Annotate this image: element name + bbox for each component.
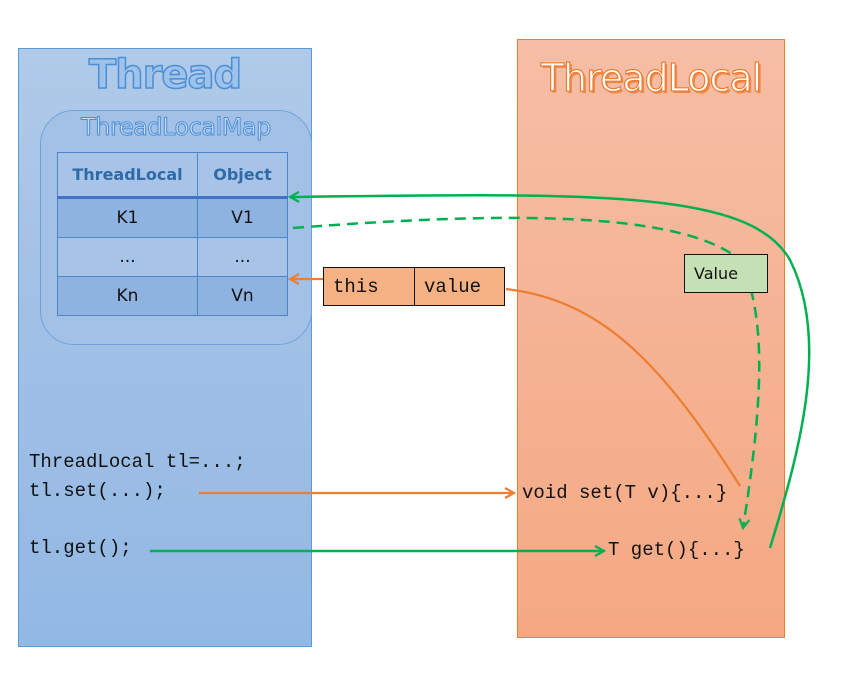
table-row: K1 V1: [57, 197, 288, 238]
value-cell: Vn: [197, 276, 288, 316]
header-threadlocal: ThreadLocal: [57, 152, 198, 199]
threadlocalmap-table: ThreadLocal Object K1 V1 ... ... Kn Vn: [57, 152, 288, 316]
table-row: ... ...: [57, 237, 288, 277]
value-cell: V1: [197, 197, 288, 238]
entry-box: this value: [323, 267, 505, 306]
code-declaration: ThreadLocal tl=...;: [29, 451, 246, 473]
value-box: Value: [684, 254, 768, 293]
entry-key: this: [324, 268, 415, 305]
thread-title: Thread: [88, 51, 243, 99]
value-cell: ...: [197, 237, 288, 277]
key-cell: ...: [57, 237, 198, 277]
entry-value: value: [424, 275, 482, 298]
code-get-call: tl.get();: [29, 537, 132, 559]
set-method: void set(T v){...}: [522, 482, 728, 504]
header-object: Object: [197, 152, 288, 199]
table-header-row: ThreadLocal Object: [57, 152, 288, 199]
table-row: Kn Vn: [57, 276, 288, 316]
key-cell: K1: [57, 197, 198, 238]
threadlocal-title: ThreadLocal: [540, 55, 763, 100]
key-cell: Kn: [57, 276, 198, 316]
get-method: T get(){...}: [608, 539, 745, 561]
threadlocalmap-title: ThreadLocalMap: [81, 113, 272, 142]
code-set-call: tl.set(...);: [29, 480, 166, 502]
